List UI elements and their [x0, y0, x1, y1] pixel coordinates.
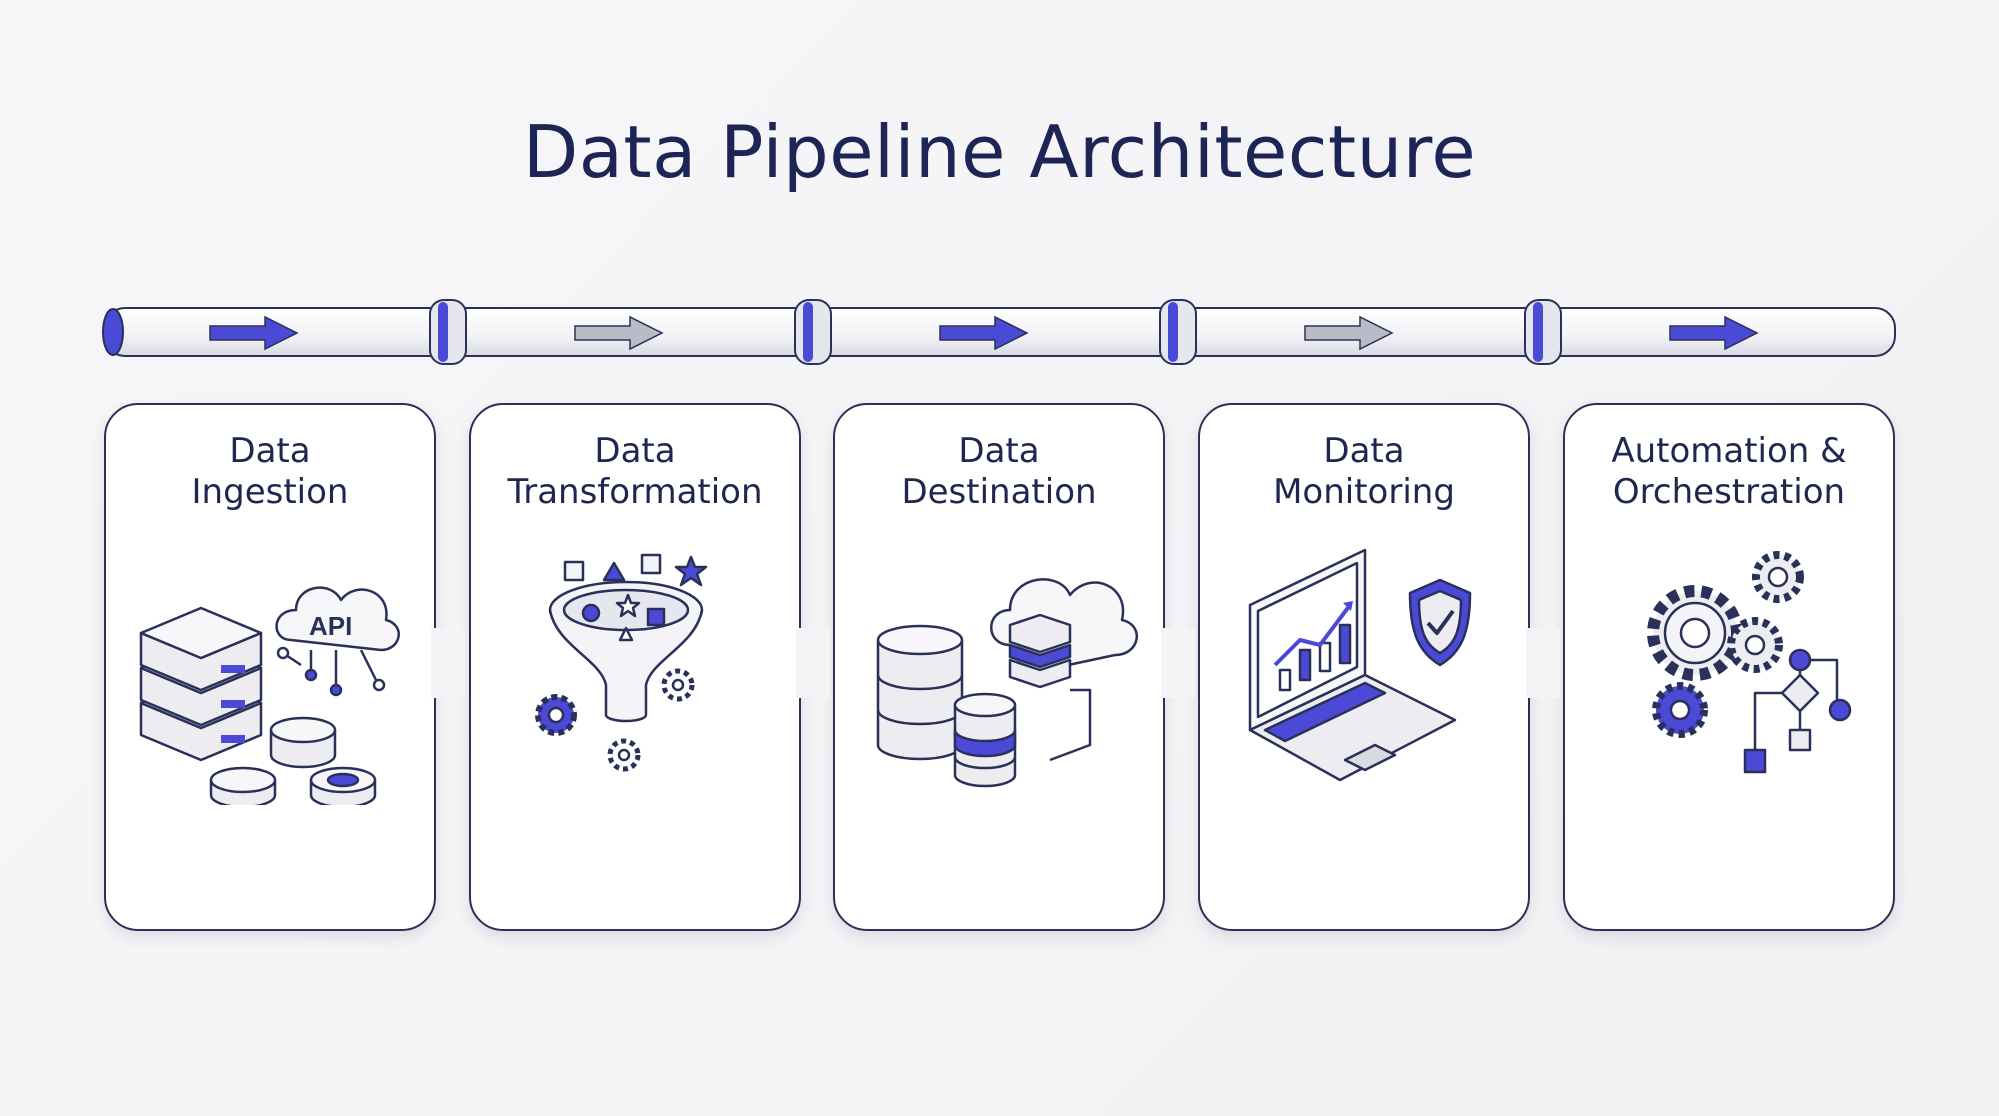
- funnel-icon: [548, 580, 704, 723]
- arrow-right-icon: [1304, 315, 1394, 351]
- svg-text:API: API: [309, 611, 352, 641]
- gear-icon: [535, 668, 695, 772]
- gears-icon: [1647, 551, 1804, 738]
- laptop-chart-icon: [1248, 548, 1457, 782]
- automation-icon: [1647, 551, 1852, 774]
- database-disk-icon: [209, 716, 377, 805]
- server-api-database-icon: API: [139, 586, 400, 805]
- stage-label: Data Transformation: [507, 431, 763, 512]
- stage-label: Data Ingestion: [191, 431, 349, 512]
- card-connector: [1161, 628, 1195, 698]
- stage-card-automation: Automation & Orchestration: [1563, 403, 1895, 931]
- api-cloud-icon: API: [275, 586, 400, 697]
- monitoring-icon: [1248, 548, 1472, 782]
- pipe-inlet: [102, 308, 124, 356]
- stage-card-transformation: Data Transformation: [469, 403, 801, 931]
- shapes-icon: [563, 553, 708, 587]
- database-icon: [876, 624, 1017, 788]
- card-connector: [1526, 628, 1560, 698]
- destination-storage-icon: [876, 578, 1139, 788]
- card-connector: [796, 628, 830, 698]
- funnel-transform-icon: [535, 553, 708, 772]
- arrow-right-icon: [209, 315, 299, 351]
- page-title: Data Pipeline Architecture: [522, 110, 1477, 194]
- arrow-right-icon: [574, 315, 664, 351]
- stage-card-ingestion: Data Ingestion API: [104, 403, 436, 931]
- arrow-right-icon: [1669, 315, 1759, 351]
- stage-card-destination: Data Destination: [833, 403, 1165, 931]
- pipeline-tube: [102, 299, 1896, 365]
- card-connector: [431, 628, 465, 698]
- server-rack-icon: [139, 606, 263, 762]
- workflow-icon: [1743, 648, 1852, 774]
- pipe-couplings: [429, 299, 1562, 365]
- stage-label: Data Monitoring: [1273, 431, 1455, 512]
- stage-card-monitoring: Data Monitoring: [1198, 403, 1530, 931]
- shield-check-icon: [1408, 578, 1472, 667]
- cloud-storage-icon: [990, 578, 1139, 762]
- stage-label: Automation & Orchestration: [1611, 431, 1847, 512]
- arrow-right-icon: [939, 315, 1029, 351]
- stage-label: Data Destination: [901, 431, 1097, 512]
